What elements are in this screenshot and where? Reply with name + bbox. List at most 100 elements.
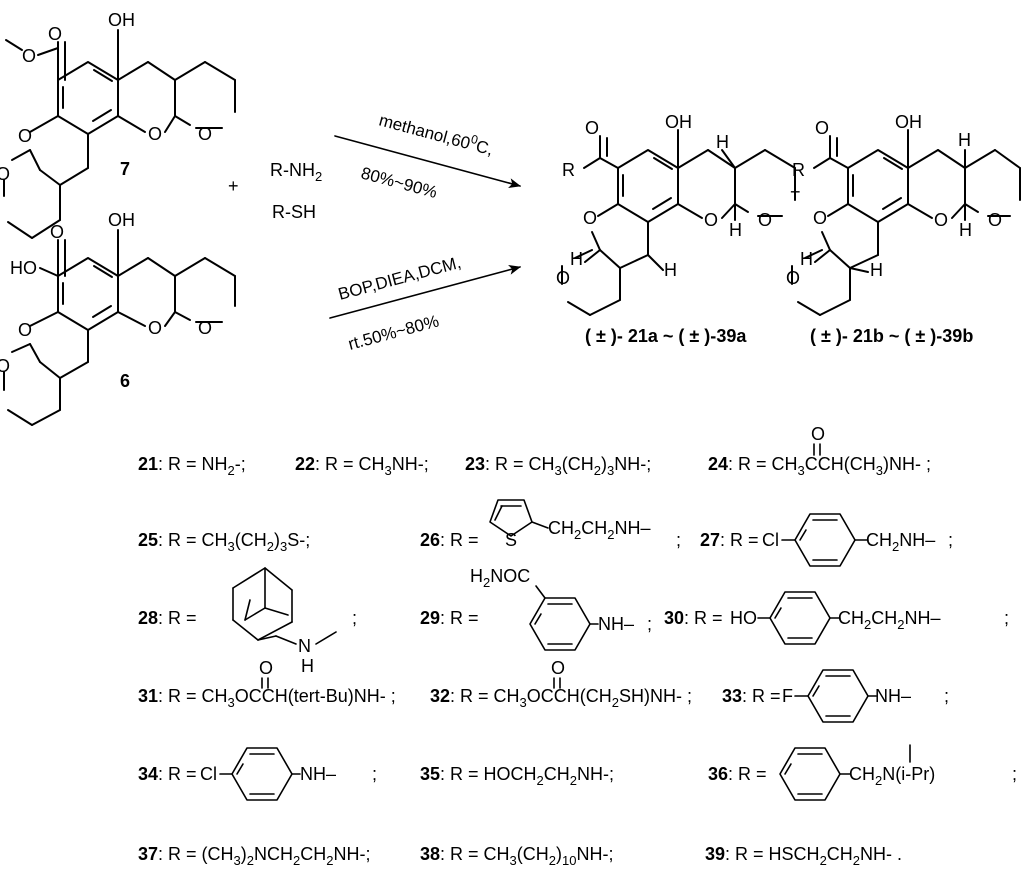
substituent-31: 31: R = CH3OCCH(tert-Bu)NH- ; O <box>138 658 396 710</box>
atom-ring-O: O <box>18 126 32 146</box>
atom-H: H <box>301 656 314 676</box>
substituent-34: 34: R = Cl NH– ; <box>138 747 377 801</box>
substituent-38: 38: R = CH3(CH2)10NH-; <box>420 844 613 868</box>
svg-text:24: R = CH3CCH(CH3)NH- ;: 24: R = CH3CCH(CH3)NH- ; <box>708 454 931 478</box>
product-b-label: ( ± )- 21b ~ ( ± )-39b <box>810 326 973 346</box>
compound-7-structure: O O OH O O O O <box>0 10 236 239</box>
atom-ring-O: O <box>988 210 1002 230</box>
substituent-30: 30: R = HO CH2CH2NH– ; <box>664 591 1009 645</box>
atom-stereo-H: H <box>716 132 729 152</box>
substituent-29: 29: R = H2NOC NH– ; <box>420 566 652 651</box>
atom-R-group: R <box>792 160 805 180</box>
reagent-thiol: R-SH <box>272 202 316 222</box>
atom-ring-O: O <box>704 210 718 230</box>
reagent-amine: R-NH2 <box>270 160 322 184</box>
svg-text:27: R =: 27: R = <box>700 530 759 550</box>
substituent-25: 25: R = CH3(CH2)3S-; <box>138 530 310 554</box>
atom-ring-O: O <box>198 318 212 338</box>
atom-ring-O: O <box>813 208 827 228</box>
atom-N: N <box>298 636 311 656</box>
substituent-28: 28: R = N H ; <box>138 567 357 676</box>
svg-text:CH2NH–: CH2NH– <box>866 530 935 554</box>
svg-text:31: R = CH3OCCH(tert-Bu)NH- ;: 31: R = CH3OCCH(tert-Bu)NH- ; <box>138 686 396 710</box>
substituent-35: 35: R = HOCH2CH2NH-; <box>420 764 614 788</box>
reaction-arrow-bottom <box>329 265 521 319</box>
svg-text:NH–: NH– <box>300 764 336 784</box>
atom-ring-O: O <box>786 268 800 288</box>
svg-text:33: R =: 33: R = <box>722 686 781 706</box>
svg-text:NH–: NH– <box>598 614 634 634</box>
substituent-32: 32: R = CH3OCCH(CH2SH)NH- ; O <box>430 658 692 710</box>
svg-text:H2NOC: H2NOC <box>470 566 530 590</box>
adamantyl-cage <box>232 567 337 645</box>
atom-ring-O: O <box>758 210 772 230</box>
svg-text:29: R =: 29: R = <box>420 608 479 628</box>
svg-text:;: ; <box>676 530 681 550</box>
substituent-26: 26: R = S CH2CH2NH– ; <box>420 499 681 550</box>
svg-text:;: ; <box>1004 608 1009 628</box>
atom-F: F <box>782 686 793 706</box>
svg-text:CH2CH2NH–: CH2CH2NH– <box>838 608 940 632</box>
chain-label: CH2CH2NH– <box>548 518 650 542</box>
atom-acid-HO: HO <box>10 258 37 278</box>
product-a-label: ( ± )- 21a ~ ( ± )-39a <box>585 326 747 346</box>
atom-carbonyl-O: O <box>815 118 829 138</box>
atom-ring-O: O <box>0 164 10 184</box>
atom-R-group: R <box>562 160 575 180</box>
substituent-37: 37: R = (CH3)2NCH2CH2NH-; <box>138 844 370 868</box>
atom-hydroxyl: OH <box>108 210 135 230</box>
plus-sign-left: + <box>228 176 239 196</box>
benzene-ring <box>769 591 831 645</box>
atom-hydroxyl: OH <box>665 112 692 132</box>
atom-stereo-H: H <box>959 220 972 240</box>
atom-ring-O: O <box>148 318 162 338</box>
atom-Cl: Cl <box>200 764 217 784</box>
benzene-ring <box>794 513 856 567</box>
svg-text:28: R =: 28: R = <box>138 608 197 628</box>
atom-ring-O: O <box>18 320 32 340</box>
svg-text:26: R =: 26: R = <box>420 530 479 550</box>
oxo-O: O <box>811 424 825 444</box>
svg-text:;: ; <box>352 608 357 628</box>
atom-methoxy-O: O <box>22 46 36 66</box>
svg-text:CH2N(i-Pr): CH2N(i-Pr) <box>849 764 935 788</box>
thiophene-ring <box>489 499 533 537</box>
svg-text:;: ; <box>647 614 652 634</box>
compound-7-label: 7 <box>120 159 130 179</box>
substituent-22: 22: R = CH3NH-; <box>295 454 429 478</box>
atom-ring-O: O <box>198 124 212 144</box>
substituent-33: 33: R = F NH– ; <box>722 669 949 723</box>
atom-HO: HO <box>730 608 757 628</box>
atom-hydroxyl: OH <box>108 10 135 30</box>
atom-ring-O: O <box>0 356 10 376</box>
svg-text:;: ; <box>944 686 949 706</box>
substituent-21: 21: R = NH2-; <box>138 454 246 478</box>
substituent-36: 36: R = CH2N(i-Pr) ; <box>708 744 1017 801</box>
benzene-ring <box>231 747 293 801</box>
atom-ring-O: O <box>934 210 948 230</box>
plus-sign-right: + <box>790 182 801 202</box>
atom-stereo-H: H <box>870 260 883 280</box>
atom-stereo-H: H <box>958 130 971 150</box>
atom-ring-O: O <box>583 208 597 228</box>
atom-carbonyl-O: O <box>585 118 599 138</box>
compound-6-structure: O HO OH O O O O <box>0 210 236 426</box>
svg-text:30: R =: 30: R = <box>664 608 723 628</box>
atom-carbonyl-O: O <box>48 24 62 44</box>
compound-6-label: 6 <box>120 371 130 391</box>
benzene-ring <box>529 597 591 651</box>
svg-text:;: ; <box>372 764 377 784</box>
svg-text:;: ; <box>1012 764 1017 784</box>
atom-stereo-H: H <box>800 249 813 269</box>
atom-ring-O: O <box>148 124 162 144</box>
atom-stereo-H: H <box>729 220 742 240</box>
benzene-ring <box>779 747 841 801</box>
svg-text:NH–: NH– <box>875 686 911 706</box>
svg-text:36: R =: 36: R = <box>708 764 767 784</box>
benzene-ring <box>807 669 869 723</box>
atom-stereo-H: H <box>664 260 677 280</box>
svg-text:;: ; <box>948 530 953 550</box>
atom-ring-O: O <box>556 268 570 288</box>
atom-stereo-H: H <box>570 249 583 269</box>
